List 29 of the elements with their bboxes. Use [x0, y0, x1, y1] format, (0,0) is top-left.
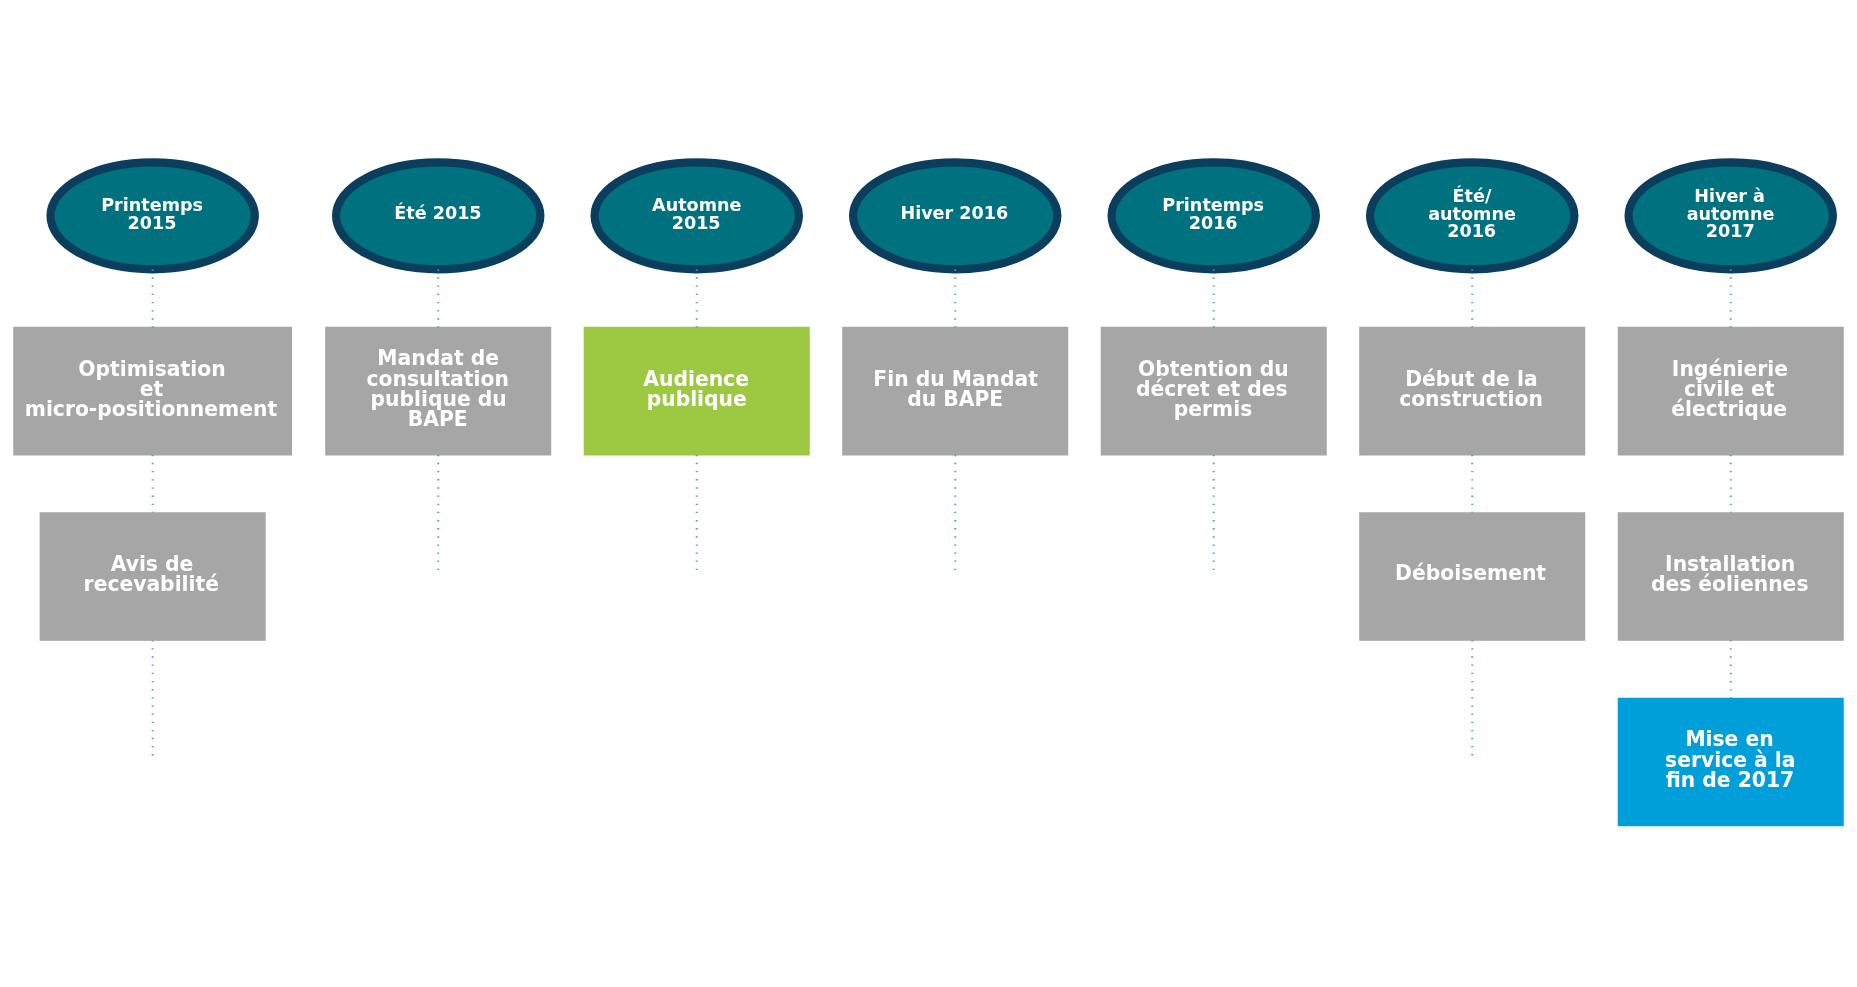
- connector: [954, 268, 957, 327]
- node-ellipse: Été/ automne 2016: [1366, 157, 1579, 273]
- connector: [1729, 268, 1732, 327]
- connector: [1729, 454, 1732, 512]
- node-box: Obtention du décret et des permis: [1100, 326, 1327, 455]
- node-box: Avis de recevabilité: [39, 511, 266, 641]
- node-box: Installation des éoliennes: [1617, 511, 1844, 641]
- connector: [151, 268, 154, 327]
- node-box: Début de la construction: [1359, 326, 1586, 455]
- connector: [1729, 639, 1732, 698]
- node-ellipse: Printemps 2016: [1107, 157, 1320, 273]
- connector: [1471, 454, 1474, 512]
- node-box: Ingénierie civile et électrique: [1617, 326, 1844, 455]
- node-ellipse: Printemps 2015: [46, 157, 259, 273]
- connector: [437, 268, 440, 327]
- connector: [695, 268, 698, 327]
- node-ellipse: Automne 2015: [590, 157, 803, 273]
- connector: [151, 454, 154, 512]
- node-box: Mise en service à la fin de 2017: [1617, 697, 1844, 826]
- node-box: Audience publique: [583, 326, 810, 455]
- connector: [1212, 268, 1215, 327]
- connector: [1471, 268, 1474, 327]
- node-box: Fin du Mandat du BAPE: [842, 326, 1069, 455]
- node-box: Déboisement: [1359, 511, 1586, 641]
- node-box: Mandat de consultation publique du BAPE: [325, 326, 552, 455]
- node-box: Optimisation et micro-positionnement: [13, 326, 293, 455]
- node-ellipse: Été 2015: [332, 157, 545, 273]
- node-ellipse: Hiver 2016: [849, 157, 1062, 273]
- node-ellipse: Hiver à automne 2017: [1624, 157, 1837, 273]
